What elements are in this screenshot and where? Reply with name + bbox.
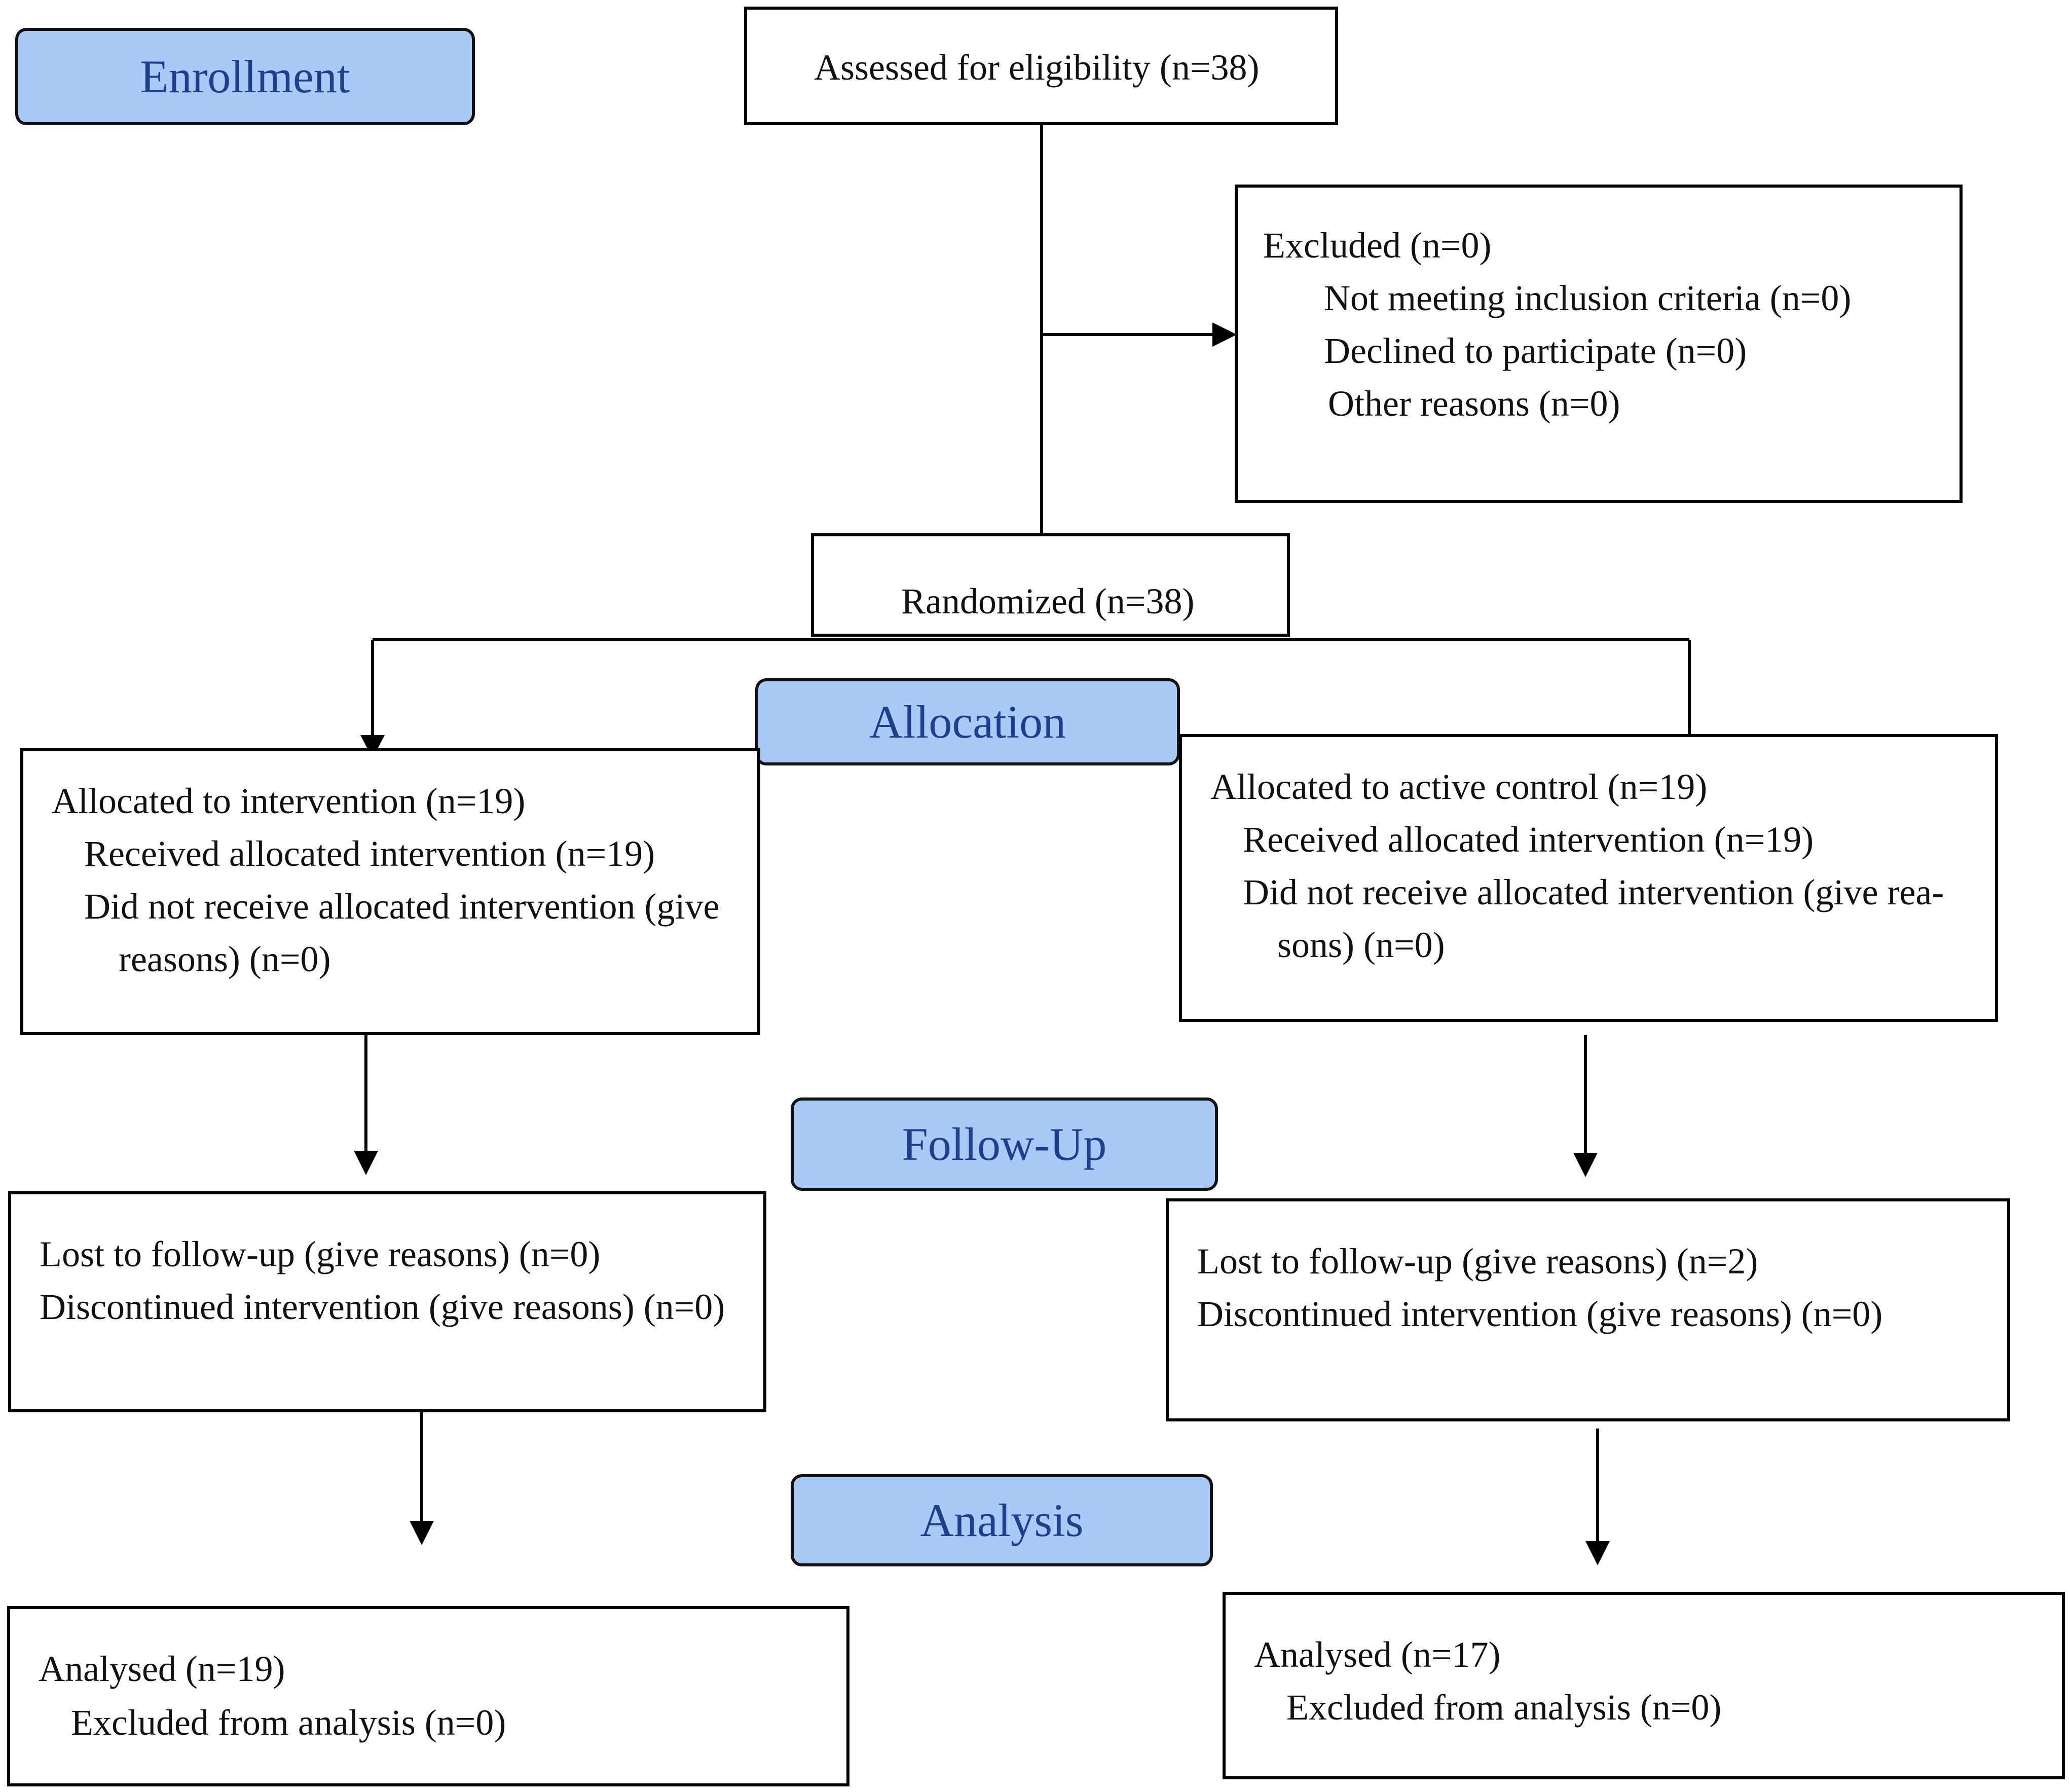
right-allocated-received: Received allocated intervention (n=19) xyxy=(1243,819,1814,860)
left-follow-up-box: Lost to follow-up (give reasons) (n=0) D… xyxy=(8,1191,766,1412)
right-follow-up-box: Lost to follow-up (give reasons) (n=2) D… xyxy=(1166,1198,2010,1421)
stage-label-follow-up: Follow-Up xyxy=(791,1098,1218,1191)
assessed-text: Assessed for eligibility (n=38) xyxy=(814,47,1260,88)
excluded-title: Excluded (n=0) xyxy=(1263,225,1492,266)
arrowhead-right-followup xyxy=(1573,1153,1598,1177)
stage-label-follow-up-text: Follow-Up xyxy=(902,1118,1107,1170)
excluded-item: Other reasons (n=0) xyxy=(1328,383,1620,424)
stage-label-allocation: Allocation xyxy=(755,678,1180,765)
right-analysis-box: Analysed (n=17) Excluded from analysis (… xyxy=(1223,1592,2065,1779)
arrowhead-left-followup xyxy=(354,1151,378,1175)
right-allocated-title: Allocated to active control (n=19) xyxy=(1210,766,1708,807)
right-analysis-analysed: Analysed (n=17) xyxy=(1254,1634,1501,1675)
left-analysis-excluded: Excluded from analysis (n=0) xyxy=(71,1702,506,1743)
left-allocated-not-received: Did not receive allocated intervention (… xyxy=(84,886,720,927)
excluded-box: Excluded (n=0) Not meeting inclusion cri… xyxy=(1235,185,1963,503)
assessed-box: Assessed for eligibility (n=38) xyxy=(744,7,1338,125)
arrowhead-excluded xyxy=(1212,322,1237,347)
arrowhead-right-analysis xyxy=(1585,1541,1610,1565)
stage-label-analysis: Analysis xyxy=(791,1474,1213,1566)
excluded-item: Declined to participate (n=0) xyxy=(1324,331,1747,371)
randomized-box: Randomized (n=38) xyxy=(811,533,1290,637)
left-allocated-not-received-cont: reasons) (n=0) xyxy=(119,939,331,979)
excluded-item: Not meeting inclusion criteria (n=0) xyxy=(1324,278,1852,318)
right-allocated-box: Allocated to active control (n=19) Recei… xyxy=(1179,734,1998,1022)
right-allocated-not-received-cont: sons) (n=0) xyxy=(1277,925,1445,965)
stage-label-allocation-text: Allocation xyxy=(869,696,1066,748)
right-follow-up-lost: Lost to follow-up (give reasons) (n=2) xyxy=(1197,1241,1758,1282)
stage-label-analysis-text: Analysis xyxy=(920,1494,1084,1546)
right-follow-up-discontinued: Discontinued intervention (give reasons)… xyxy=(1197,1294,1883,1334)
left-analysis-box: Analysed (n=19) Excluded from analysis (… xyxy=(7,1606,849,1786)
left-allocated-received: Received allocated intervention (n=19) xyxy=(84,833,655,874)
left-follow-up-lost: Lost to follow-up (give reasons) (n=0) xyxy=(40,1234,601,1274)
right-allocated-not-received: Did not receive allocated intervention (… xyxy=(1243,872,1944,912)
stage-label-enrollment-text: Enrollment xyxy=(140,51,350,102)
left-allocated-box: Allocated to intervention (n=19) Receive… xyxy=(20,748,760,1035)
arrowhead-left-analysis xyxy=(410,1521,434,1545)
randomized-text: Randomized (n=38) xyxy=(901,581,1195,621)
left-analysis-analysed: Analysed (n=19) xyxy=(39,1649,285,1689)
right-analysis-excluded: Excluded from analysis (n=0) xyxy=(1286,1687,1722,1728)
left-follow-up-discontinued: Discontinued intervention (give reasons)… xyxy=(40,1287,725,1327)
left-allocated-title: Allocated to intervention (n=19) xyxy=(52,781,526,821)
stage-label-enrollment: Enrollment xyxy=(15,28,475,125)
